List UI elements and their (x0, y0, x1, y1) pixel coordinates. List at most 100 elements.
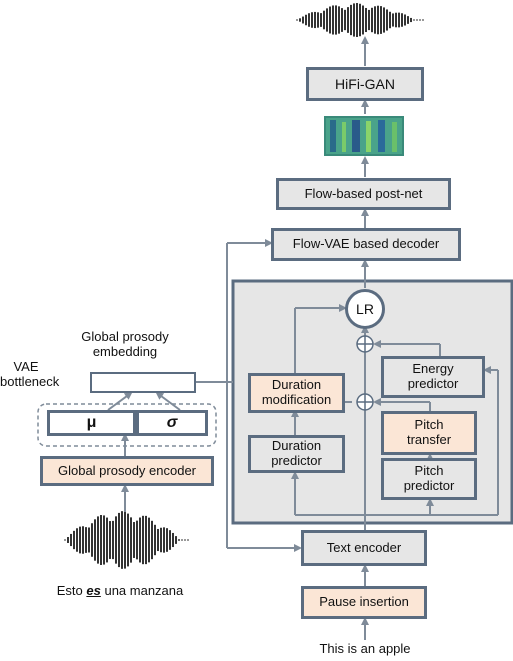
waveform-bar (115, 516, 117, 564)
embedding-label: Global prosody embedding (81, 329, 169, 359)
waveform-bar (350, 4, 352, 36)
waveform-bar (139, 517, 141, 563)
postnet-box: Flow-based post-net (276, 178, 451, 210)
waveform-bar (136, 520, 138, 560)
waveform-bar (79, 526, 81, 554)
waveform-bar (299, 18, 301, 22)
waveform-bar (130, 517, 132, 563)
waveform-bar (88, 527, 90, 553)
waveform-bar (151, 520, 153, 560)
waveform-bar (416, 19, 418, 21)
waveform-bar (100, 515, 102, 565)
waveform-bar (302, 16, 304, 24)
waveform-bar (103, 515, 105, 565)
add-node-top (356, 335, 374, 353)
waveform-bar (73, 530, 75, 550)
waveform-bar (389, 11, 391, 29)
waveform-bar (353, 3, 355, 37)
waveform-bar (410, 17, 412, 23)
pause-insertion-box: Pause insertion (301, 586, 427, 619)
waveform-bar (145, 515, 147, 565)
waveform-bar (314, 11, 316, 29)
decoder-label: Flow-VAE based decoder (292, 236, 440, 252)
waveform-bar (169, 530, 171, 550)
waveform-bar (368, 9, 370, 31)
waveform-bar (320, 13, 322, 27)
text-encoder-box: Text encoder (301, 530, 427, 566)
waveform-bar (380, 6, 382, 34)
reference-waveform-icon (64, 511, 189, 569)
waveform-bar (106, 517, 108, 563)
waveform-bar (85, 527, 87, 553)
waveform-bar (172, 532, 174, 548)
duration-modification-label: Duration modification (261, 377, 332, 407)
waveform-bar (422, 19, 424, 21)
reference-text-pre: Esto (56, 583, 83, 598)
energy-predictor-label: Energy predictor (407, 361, 459, 391)
pitch-predictor-label: Pitch predictor (403, 463, 455, 493)
mel-spectrogram-icon (324, 116, 404, 156)
pause-insertion-label: Pause insertion (319, 594, 409, 610)
waveform-bar (187, 539, 189, 541)
waveform-bar (305, 14, 307, 26)
waveform-bar (362, 5, 364, 35)
waveform-bar (70, 533, 72, 547)
waveform-bar (377, 5, 379, 35)
duration-predictor-label: Duration predictor (271, 438, 322, 468)
waveform-bar (133, 522, 135, 558)
waveform-bar (94, 519, 96, 561)
waveform-bar (184, 539, 186, 541)
output-waveform-icon (296, 3, 424, 37)
duration-predictor-box: Duration predictor (248, 435, 345, 473)
global-prosody-encoder-box: Global prosody encoder (40, 456, 214, 486)
reference-text-emphasis: es (86, 583, 101, 598)
pitch-transfer-box: Pitch transfer (381, 411, 477, 455)
pitch-transfer-label: Pitch transfer (406, 417, 452, 447)
waveform-bar (344, 9, 346, 31)
waveform-bar (359, 3, 361, 37)
hifigan-box: HiFi-GAN (306, 67, 424, 101)
sigma-label: σ (166, 413, 178, 431)
waveform-bar (124, 511, 126, 569)
waveform-bar (365, 7, 367, 33)
waveform-bar (163, 527, 165, 553)
waveform-bar (317, 12, 319, 28)
energy-predictor-box: Energy predictor (381, 356, 485, 398)
mu-box: μ (47, 410, 136, 436)
waveform-bar (419, 19, 421, 21)
waveform-bar (401, 13, 403, 27)
waveform-bar (383, 7, 385, 33)
waveform-bar (323, 10, 325, 30)
global-prosody-encoder-label: Global prosody encoder (57, 462, 197, 478)
decoder-box: Flow-VAE based decoder (271, 228, 461, 261)
waveform-bar (178, 539, 180, 541)
waveform-bar (413, 19, 415, 21)
add-node-bottom (356, 393, 374, 411)
waveform-bar (121, 511, 123, 569)
waveform-bar (154, 524, 156, 556)
waveform-bar (347, 7, 349, 33)
waveform-bar (296, 19, 298, 21)
waveform-bar (407, 16, 409, 24)
waveform-bar (157, 528, 159, 552)
waveform-bar (341, 8, 343, 32)
waveform-bar (356, 3, 358, 37)
duration-modification-box: Duration modification (248, 373, 345, 413)
waveform-bar (97, 516, 99, 564)
waveform-bar (127, 513, 129, 567)
postnet-label: Flow-based post-net (304, 185, 423, 201)
waveform-bar (91, 523, 93, 557)
sigma-box: σ (136, 410, 208, 436)
waveform-bar (326, 8, 328, 32)
vae-bottleneck-label: VAE bottleneck (0, 359, 60, 389)
waveform-bar (67, 537, 69, 543)
waveform-bar (338, 6, 340, 34)
waveform-bar (118, 512, 120, 568)
waveform-bar (112, 520, 114, 560)
waveform-bar (76, 528, 78, 552)
embedding-box (90, 372, 196, 393)
waveform-bar (311, 12, 313, 28)
waveform-bar (148, 517, 150, 563)
text-encoder-label: Text encoder (326, 539, 402, 555)
